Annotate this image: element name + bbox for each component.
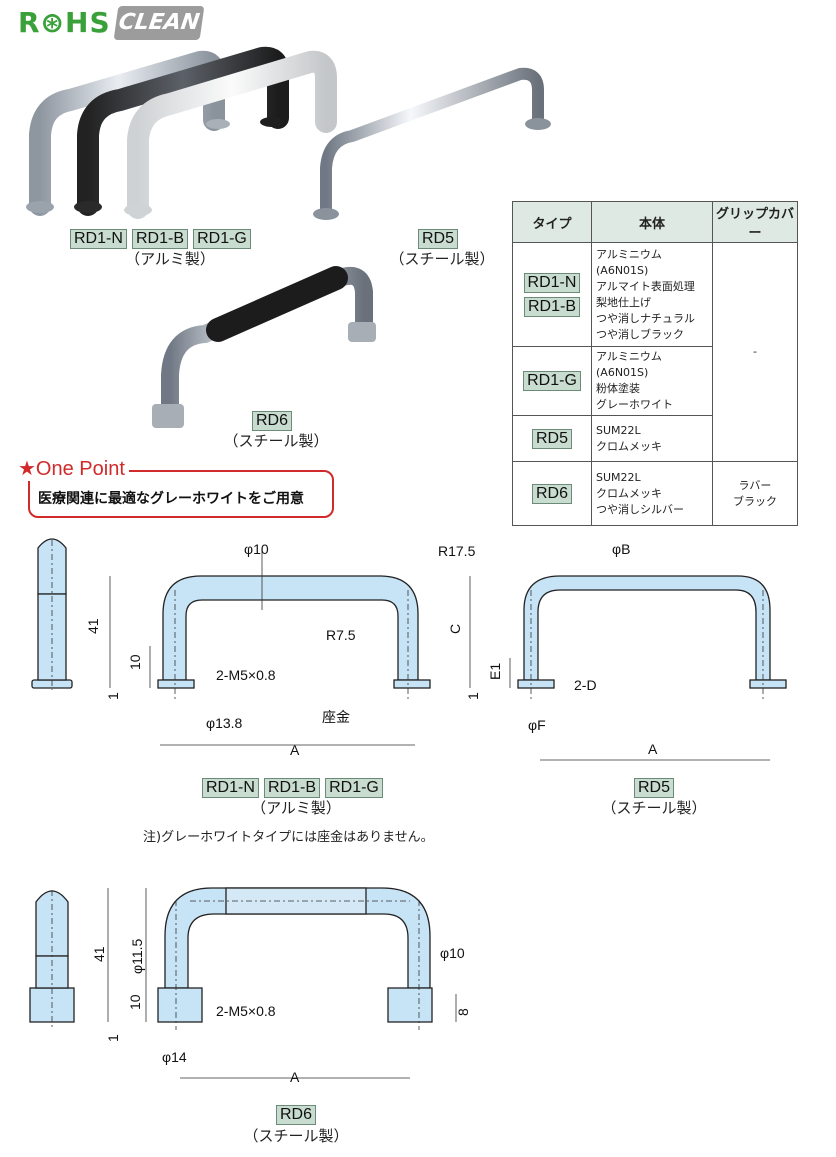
d1-r175: R17.5 <box>438 543 476 559</box>
header-body: 本体 <box>591 201 713 243</box>
d3-a: A <box>290 1069 300 1085</box>
d2-h1: 1 <box>465 692 481 700</box>
d1-h10: 10 <box>127 654 143 670</box>
rd5-handle-image <box>313 67 551 220</box>
row-body-line: アルマイト表面処理 <box>596 279 695 293</box>
row-body-line: つや消しナチュラル <box>596 311 695 325</box>
d1-tag-g: RD1-G <box>325 778 383 798</box>
d1-tag-n: RD1-N <box>202 778 259 798</box>
row-body-line: SUM22L <box>596 470 641 484</box>
one-point-text: 医療関連に最適なグレーホワイトをご用意 <box>38 491 304 507</box>
rd1-g-tag: RD1-G <box>193 229 251 249</box>
table-row: RD1-N RD1-B アルミニウム(A6N01S) アルマイト表面処理 梨地仕… <box>512 242 798 462</box>
d3-phi115: φ11.5 <box>129 938 145 974</box>
d3-phi10: φ10 <box>440 945 465 961</box>
d3-thread: 2-M5×0.8 <box>216 1003 276 1019</box>
d1-h41: 41 <box>85 618 101 634</box>
d3-h41: 41 <box>91 946 107 962</box>
d2-a: A <box>648 741 658 757</box>
header-type: タイプ <box>512 201 592 243</box>
row-body-line: 梨地仕上げ <box>596 295 651 309</box>
grip-line: ラバー <box>738 478 772 492</box>
rd5-photo-tag-wrap: RD5 <box>418 228 459 249</box>
row-type-tag: RD1-G <box>523 371 581 391</box>
product-photos <box>26 46 551 428</box>
spec-table-header: タイプ 本体 グリップカバー <box>512 201 798 243</box>
d1-side-view <box>37 538 67 595</box>
d3-h8: 8 <box>455 1008 471 1016</box>
d2-thread: 2-D <box>574 677 597 693</box>
d2-front-view <box>523 575 771 681</box>
d3-phi14: φ14 <box>162 1049 187 1065</box>
table-row: RD1-G アルミニウム(A6N01S) 粉体塗装 グレーホワイト <box>512 346 798 416</box>
d1-washer: 座金 <box>322 709 350 725</box>
row-body-line: つや消しシルバー <box>596 502 684 516</box>
d1-thread: 2-M5×0.8 <box>216 667 276 683</box>
d3-h10: 10 <box>127 994 143 1010</box>
drawing-note: 注)グレーホワイトタイプには座金はありません。 <box>143 830 434 845</box>
d1-a: A <box>290 742 300 758</box>
table-row: RD6 SUM22L クロムメッキ つや消しシルバー ラバー ブラック <box>512 461 798 526</box>
row-type-tag: RD1-N <box>523 272 581 293</box>
row-body-line: クロムメッキ <box>596 439 662 453</box>
rd1-photo-material: （アルミ製） <box>125 250 215 268</box>
d1-r75: R7.5 <box>326 627 356 643</box>
row-body-line: 粉体塗装 <box>596 382 640 395</box>
d2-e1: E1 <box>487 663 503 680</box>
row-body-line: つや消しブラック <box>596 327 684 341</box>
d1-tags: RD1-N RD1-B RD1-G <box>202 777 383 798</box>
d2-phiF: φF <box>528 717 546 733</box>
one-point-title: ★One Point <box>18 456 129 481</box>
row-body-line: クロムメッキ <box>596 486 662 500</box>
row-body-line: グレーホワイト <box>596 398 673 411</box>
d2-phiB: φB <box>612 541 630 557</box>
d3-material: （スチール製） <box>243 1127 349 1145</box>
rd5-tag: RD5 <box>418 229 459 249</box>
row-type-tag: RD1-B <box>523 296 580 317</box>
row-body-line: アルミニウム(A6N01S) <box>596 350 662 379</box>
d1-material: （アルミ製） <box>251 799 341 817</box>
grip-dash: - <box>712 242 798 462</box>
rohs-logo: R⊛HS <box>18 6 111 39</box>
rd1-g-handle-image <box>124 50 337 219</box>
spec-table: タイプ 本体 グリップカバー RD1-N RD1-B アルミニウム(A6N01S… <box>512 201 798 526</box>
d3-tag: RD6 <box>276 1105 317 1125</box>
d3-h1: 1 <box>105 1034 121 1042</box>
d1-phi10: φ10 <box>244 541 269 557</box>
rd1-b-tag: RD1-B <box>131 229 188 249</box>
rd6-tag: RD6 <box>252 411 293 431</box>
rd6-photo-material: （スチール製） <box>223 432 329 450</box>
d3-tag-wrap: RD6 <box>276 1104 317 1125</box>
grip-line: ブラック <box>733 494 777 508</box>
row-type-tag: RD5 <box>531 428 572 449</box>
row-body-line: アルミニウム(A6N01S) <box>596 247 662 277</box>
d1-front-view <box>162 575 419 681</box>
row-type-tag: RD6 <box>531 483 572 504</box>
technical-drawings: φ10 R17.5 R7.5 41 10 1 2-M5×0.8 φ13.8 座金… <box>29 538 787 1085</box>
rd6-handle-image <box>152 266 376 428</box>
rd6-photo-tag-wrap: RD6 <box>252 410 293 431</box>
d1-phi138: φ13.8 <box>206 715 243 731</box>
d1-tag-b: RD1-B <box>263 778 320 798</box>
d1-h1: 1 <box>105 692 121 700</box>
row-body-line: SUM22L <box>596 423 641 437</box>
d2-tag: RD5 <box>634 778 675 798</box>
d2-c: C <box>447 624 463 634</box>
rd5-photo-material: （スチール製） <box>389 250 495 268</box>
d2-material: （スチール製） <box>601 799 707 817</box>
rd1-photo-tags: RD1-N RD1-B RD1-G <box>70 228 251 249</box>
d2-tag-wrap: RD5 <box>634 777 675 798</box>
header-grip: グリップカバー <box>712 201 798 243</box>
rd1-n-tag: RD1-N <box>70 229 127 249</box>
